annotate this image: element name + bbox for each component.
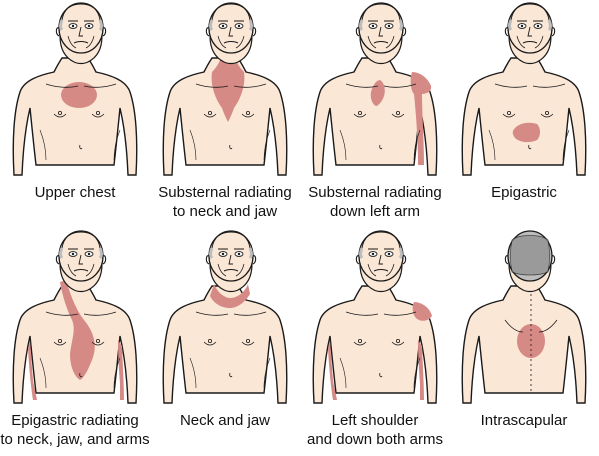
panel-neck-jaw: Neck and jaw	[150, 228, 300, 456]
panel-upper-chest: Upper chest	[0, 0, 150, 228]
pain-region	[412, 302, 432, 321]
pain-region	[118, 340, 124, 400]
caption-line: to neck and jaw	[172, 203, 278, 220]
front-figure	[162, 2, 288, 176]
front-figure	[12, 230, 138, 404]
panel-epigastric: Epigastric	[449, 0, 599, 228]
caption-line: Epigastric	[491, 184, 557, 201]
pain-region	[60, 280, 95, 380]
caption-line: down left arm	[329, 203, 421, 220]
back-figure	[461, 230, 587, 404]
caption-line: and down both arms	[307, 431, 443, 448]
front-figure	[312, 2, 438, 176]
pain-region	[328, 340, 337, 400]
front-figure	[162, 230, 288, 404]
pain-region	[410, 72, 432, 165]
pain-region	[210, 284, 250, 308]
front-figure	[461, 2, 587, 176]
pain-region	[211, 46, 245, 122]
panel-caption: Substernal radiating to neck and jaw	[150, 183, 300, 221]
panel-caption: Neck and jaw	[150, 411, 300, 430]
caption-line: Substernal radiating	[308, 184, 442, 201]
pain-region	[512, 122, 540, 143]
panel-substernal-neck-jaw: Substernal radiating to neck and jaw	[150, 0, 300, 228]
panel-caption: Intrascapular	[449, 411, 599, 430]
front-figure	[312, 230, 438, 404]
panel-intrascapular: Intrascapular	[449, 228, 599, 456]
panel-caption: Left shoulder and down both arms	[300, 411, 450, 449]
panel-caption: Upper chest	[0, 183, 150, 202]
pain-region	[418, 340, 424, 400]
panel-left-shoulder-both-arms: Left shoulder and down both arms	[300, 228, 450, 456]
panel-caption: Epigastric radiating to neck, jaw, and ar…	[0, 411, 150, 449]
caption-line: Upper chest	[34, 184, 116, 201]
caption-line: Intrascapular	[480, 412, 568, 429]
panel-caption: Substernal radiating down left arm	[300, 183, 450, 221]
pain-region	[61, 82, 97, 108]
caption-line: Substernal radiating	[158, 184, 292, 201]
pain-region	[28, 340, 37, 400]
caption-line: Neck and jaw	[179, 412, 271, 429]
front-figure	[12, 2, 138, 176]
caption-line: Epigastric radiating	[11, 412, 139, 429]
panel-caption: Epigastric	[449, 183, 599, 202]
panel-substernal-left-arm: Substernal radiating down left arm	[300, 0, 450, 228]
caption-line: to neck, jaw, and arms	[0, 431, 150, 448]
caption-line: Left shoulder	[331, 412, 419, 429]
panel-epigastric-radiating: Epigastric radiating to neck, jaw, and ar…	[0, 228, 150, 456]
